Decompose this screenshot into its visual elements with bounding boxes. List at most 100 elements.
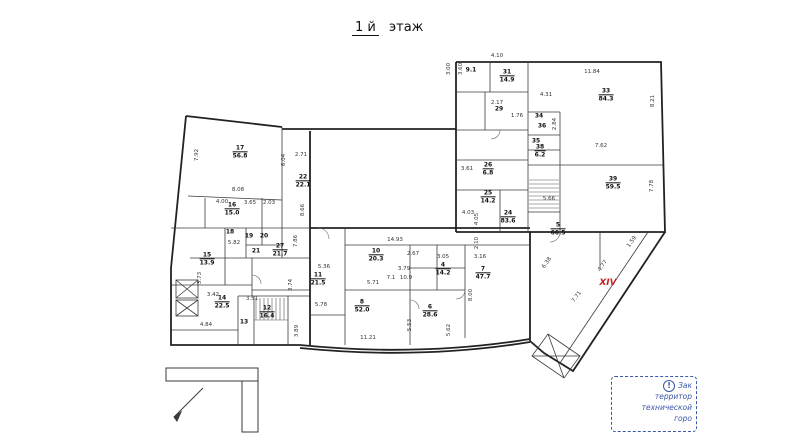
dimension-label: 5.78 bbox=[314, 302, 328, 308]
dimension-label: 4.03 bbox=[461, 210, 475, 216]
room-area: 59.5 bbox=[605, 183, 621, 191]
room-number: 16 bbox=[224, 201, 240, 210]
dimension-label: 8.21 bbox=[650, 94, 656, 108]
dimension-label: 3.61 bbox=[460, 166, 474, 172]
dimension-label: 7.62 bbox=[594, 143, 608, 149]
stamp-text: горо bbox=[674, 413, 692, 423]
dimension-label: 7.71 bbox=[571, 290, 583, 304]
dimension-label: 6.04 bbox=[281, 153, 287, 167]
floor-title: 1 й этаж bbox=[352, 20, 424, 36]
room-number: 27 bbox=[272, 242, 288, 251]
room-number: 39 bbox=[605, 175, 621, 184]
room-number: 14 bbox=[214, 294, 230, 303]
room-area: 14.9 bbox=[499, 76, 515, 84]
room-number: 25 bbox=[480, 189, 496, 198]
dimension-label: 3.60 bbox=[458, 62, 464, 76]
dimension-label: 4.10 bbox=[490, 53, 504, 59]
registry-stamp: !Зак территор технической горо bbox=[611, 376, 697, 432]
floor-title-number: 1 й bbox=[352, 20, 379, 36]
stair-hatch bbox=[254, 179, 559, 321]
dimension-label: 3.16 bbox=[473, 254, 487, 260]
dimension-label: 5.36 bbox=[317, 264, 331, 270]
floor-title-word: этаж bbox=[389, 20, 424, 35]
mark-label: 19 bbox=[244, 232, 254, 240]
stamp-text: Зак bbox=[678, 381, 692, 390]
dimension-label: 2.17 bbox=[490, 100, 504, 106]
dimension-label: 7.1 bbox=[386, 275, 396, 281]
dimension-label: 7.78 bbox=[649, 179, 655, 193]
mark-label: 35 bbox=[531, 137, 541, 145]
room-area: 21.5 bbox=[310, 279, 326, 287]
dimension-label: 2.10 bbox=[474, 236, 480, 250]
dimension-label: 2.84 bbox=[552, 117, 558, 131]
mark-label: 20 bbox=[259, 232, 269, 240]
dimension-label: 3.89 bbox=[294, 324, 300, 338]
room-area: 6.2 bbox=[534, 151, 546, 159]
mark-label: 21 bbox=[251, 247, 261, 255]
dimension-label: 7.92 bbox=[194, 148, 200, 162]
dimension-label: 14.93 bbox=[387, 237, 403, 243]
room-number: 38 bbox=[534, 143, 546, 152]
room-area: 13.9 bbox=[199, 259, 215, 267]
dimension-label: 4.31 bbox=[539, 92, 553, 98]
room-area: 28.6 bbox=[422, 311, 438, 319]
dimension-label: 8.66 bbox=[300, 203, 306, 217]
dimension-label: 3.51 bbox=[245, 296, 259, 302]
room-number: 4 bbox=[435, 261, 451, 270]
mark-label: 9.1 bbox=[465, 66, 477, 74]
room-area: 6.8 bbox=[482, 169, 494, 177]
door-arcs bbox=[251, 129, 561, 310]
room-area: 83.6 bbox=[500, 217, 516, 225]
dimension-label: 4.77 bbox=[597, 259, 609, 273]
room-number: 17 bbox=[232, 144, 248, 153]
room-number: 31 bbox=[499, 68, 515, 77]
dimension-label: 5.82 bbox=[227, 240, 241, 246]
dimension-label: 3.74 bbox=[288, 278, 294, 292]
room-number: 10 bbox=[368, 247, 384, 256]
room-area: 15.0 bbox=[224, 209, 240, 217]
dimension-label: 5.66 bbox=[542, 196, 556, 202]
dimension-label: 1.76 bbox=[510, 113, 524, 119]
dimension-label: 2.03 bbox=[262, 200, 276, 206]
room-number: 24 bbox=[500, 209, 516, 218]
room-area: 56.8 bbox=[232, 152, 248, 160]
room-number: 8 bbox=[354, 298, 370, 307]
room-area: 22.1 bbox=[295, 181, 311, 189]
dimension-label: 7.86 bbox=[293, 234, 299, 248]
room-number: 11 bbox=[310, 271, 326, 280]
dimension-label: 1.59 bbox=[626, 235, 638, 249]
outer-walls bbox=[170, 61, 666, 373]
dimension-label: 2.67 bbox=[406, 251, 420, 257]
dimension-label: 4.00 bbox=[215, 199, 229, 205]
dimension-label: 3.00 bbox=[446, 62, 452, 76]
terrace-outline bbox=[531, 333, 581, 379]
elevator-shafts bbox=[175, 279, 199, 317]
dimension-label: 11.84 bbox=[584, 69, 600, 75]
room-number: 22 bbox=[295, 173, 311, 182]
dimension-label: 3.79 bbox=[397, 266, 411, 272]
room-area: 22.5 bbox=[214, 302, 230, 310]
dimension-label: 5.53 bbox=[407, 318, 413, 332]
dimension-label: 10.9 bbox=[399, 275, 413, 281]
stamp-line: !Зак bbox=[616, 380, 692, 392]
exterior-structures bbox=[165, 367, 259, 433]
